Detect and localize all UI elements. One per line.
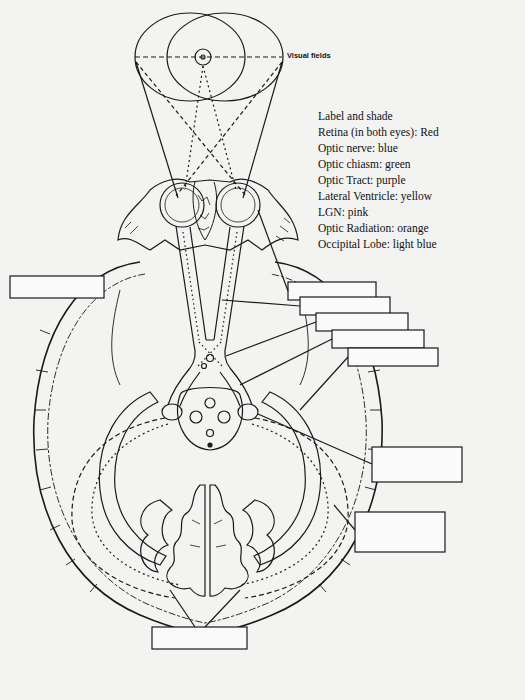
- instruction-line: Optic Radiation: orange: [318, 222, 429, 235]
- instruction-line: Optic nerve: blue: [318, 142, 398, 155]
- field-caption: Visual fields: [287, 52, 331, 61]
- instruction-line: Lateral Ventricle: yellow: [318, 190, 432, 203]
- instruction-line: Optic chiasm: green: [318, 158, 411, 171]
- instruction-line: Optic Tract: purple: [318, 174, 406, 187]
- instruction-line: Occipital Lobe: light blue: [318, 238, 436, 251]
- instruction-heading: Label and shade: [318, 110, 393, 123]
- instruction-line: Retina (in both eyes): Red: [318, 126, 439, 139]
- instruction-line: LGN: pink: [318, 206, 368, 219]
